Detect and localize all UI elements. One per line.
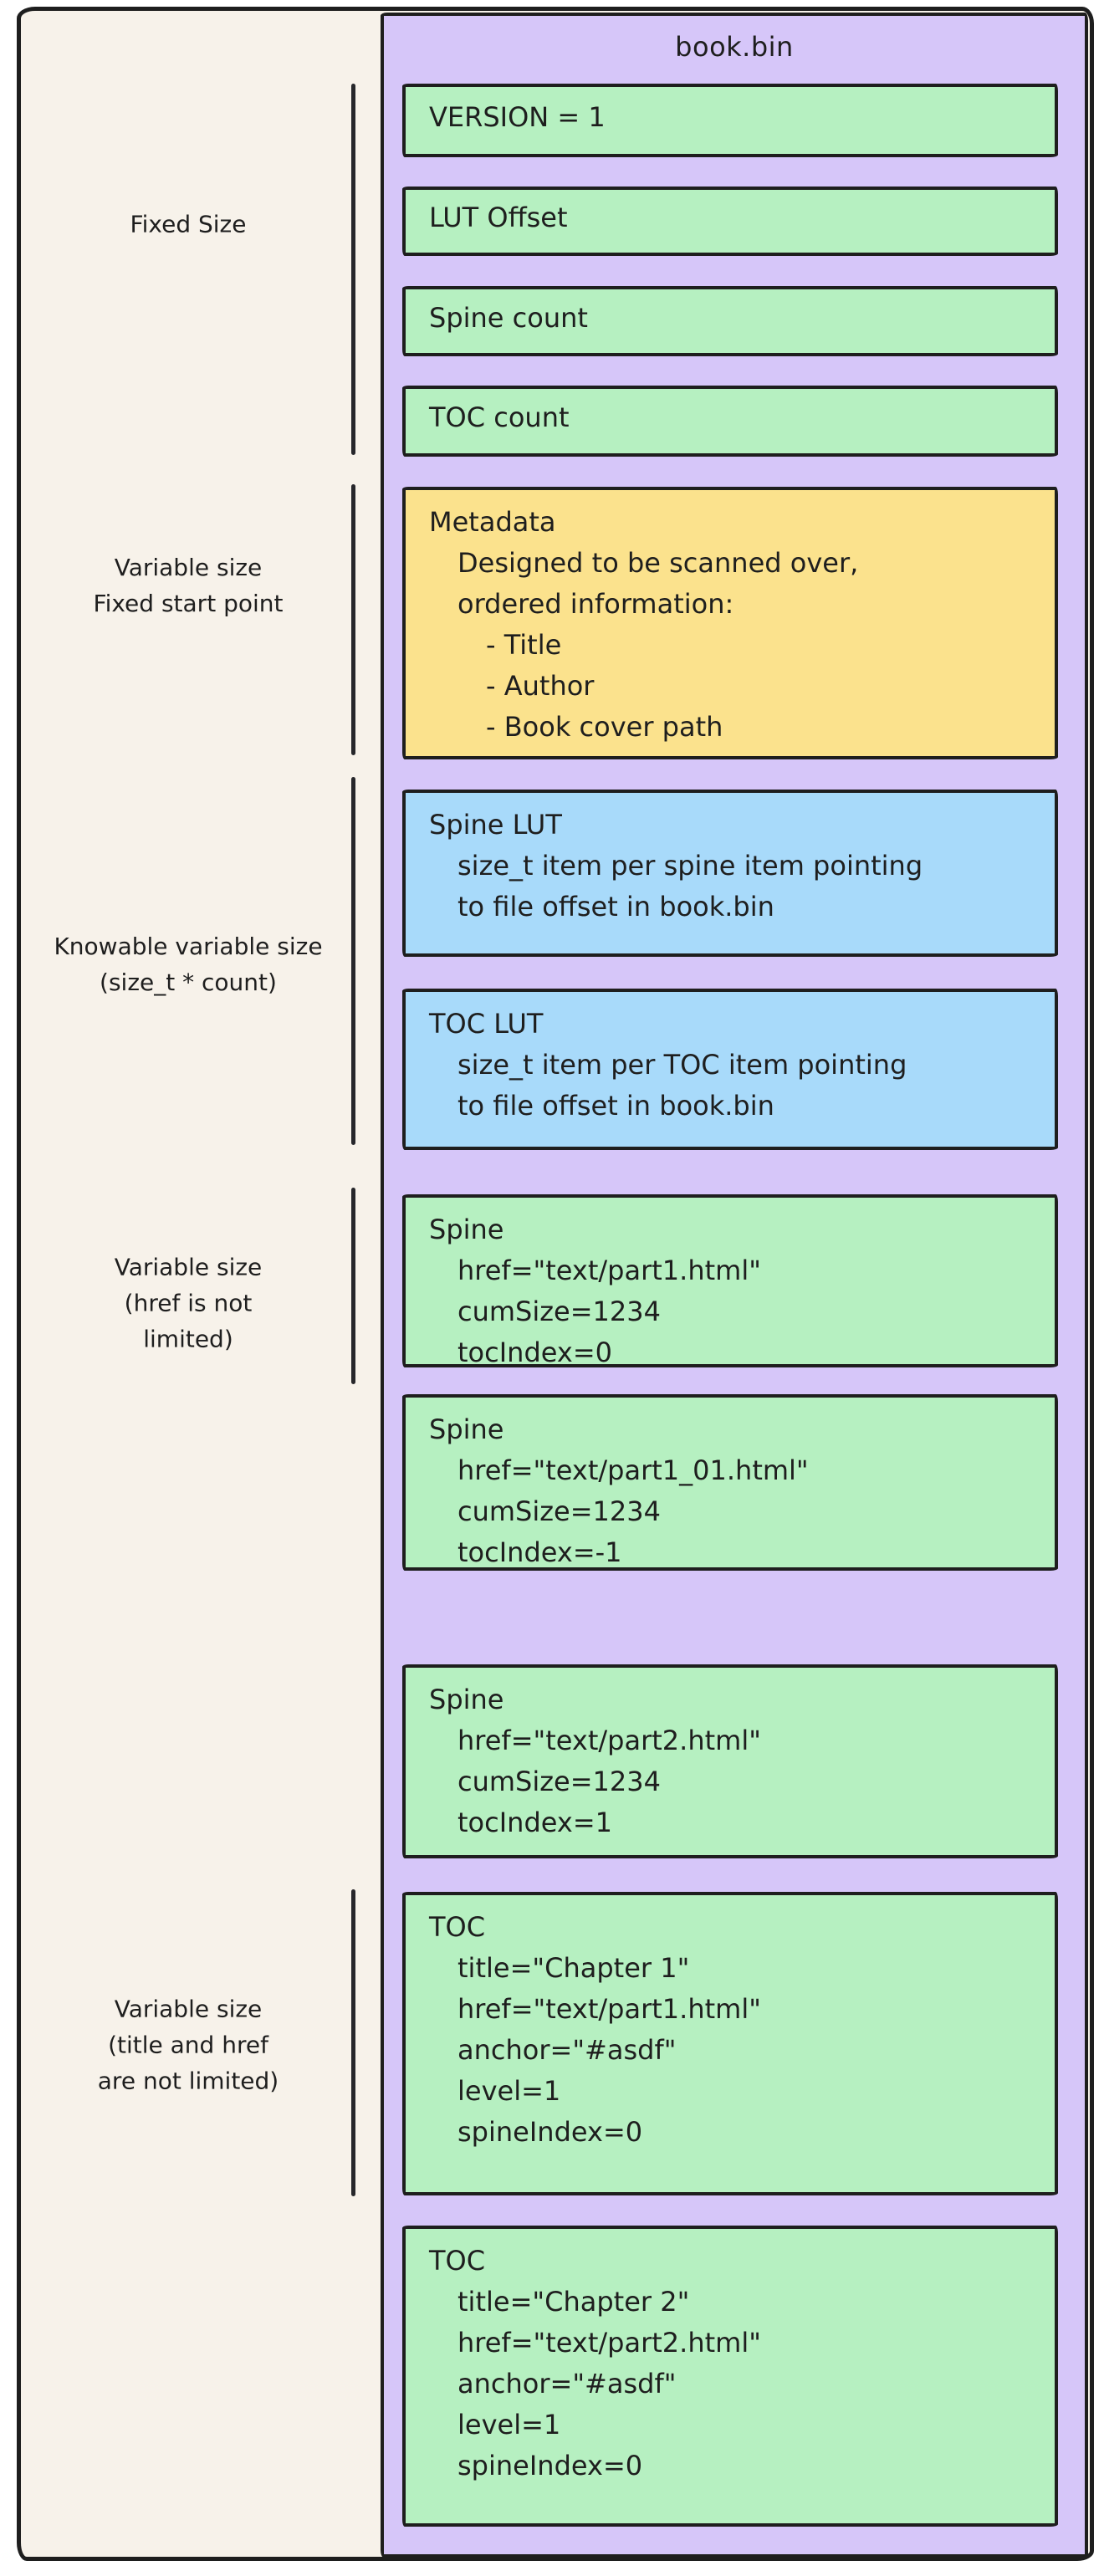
- label-variable-size-fixed-start-line: Variable size: [114, 554, 263, 581]
- block-toc-count: TOC count: [402, 386, 1058, 457]
- block-version: VERSION = 1: [402, 84, 1058, 157]
- bracket-line-5: [351, 1889, 355, 2196]
- block-toc-1: TOC title="Chapter 1" href="text/part1.htm…: [402, 1892, 1058, 2195]
- block-toc-count-line: TOC count: [429, 401, 570, 433]
- block-spine-2: Spine href="text/part1_01.html" cumSize=12…: [402, 1394, 1058, 1571]
- block-toc-2-line: href="text/part2.html": [457, 2327, 761, 2359]
- block-toc-1-line: level=1: [457, 2075, 561, 2107]
- label-variable-size-fixed-start-line: Fixed start point: [93, 590, 284, 617]
- block-toc-lut-line: size_t item per TOC item pointing: [457, 1049, 907, 1081]
- block-spine-3-line: Spine: [429, 1684, 504, 1715]
- block-toc-2: TOC title="Chapter 2" href="text/part2.htm…: [402, 2226, 1058, 2527]
- block-spine-2-line: cumSize=1234: [457, 1495, 661, 1527]
- label-variable-size-title-href-line: are not limited): [97, 2067, 279, 2095]
- block-spine-lut-line: to file offset in book.bin: [457, 891, 774, 923]
- label-variable-size-href-line: (href is not: [124, 1289, 253, 1317]
- bracket-line-4: [351, 1188, 355, 1384]
- block-toc-2-line: anchor="#asdf": [457, 2368, 677, 2400]
- block-spine-1: Spine href="text/part1.html" cumSize=1234 t…: [402, 1194, 1058, 1368]
- label-knowable-variable-size-line: Knowable variable size: [54, 933, 323, 960]
- block-toc-2-line: level=1: [457, 2409, 561, 2441]
- block-spine-1-line: cumSize=1234: [457, 1296, 661, 1327]
- block-toc-lut-line: to file offset in book.bin: [457, 1090, 774, 1122]
- block-spine-lut-line: size_t item per spine item pointing: [457, 850, 923, 882]
- file-title: book.bin: [675, 31, 794, 63]
- bracket-line-3: [351, 777, 355, 1145]
- block-spine-3-line: tocIndex=1: [457, 1807, 612, 1838]
- block-spine-3-line: href="text/part2.html": [457, 1725, 761, 1756]
- block-toc-2-line: title="Chapter 2": [457, 2286, 690, 2318]
- block-metadata-line: Metadata: [429, 506, 556, 538]
- block-spine-2-line: href="text/part1_01.html": [457, 1454, 809, 1486]
- block-metadata-line: ordered information:: [457, 588, 734, 620]
- block-metadata-line: - Title: [486, 629, 562, 661]
- label-knowable-variable-size-line: (size_t * count): [100, 969, 277, 996]
- label-variable-size-title-href-line: (title and href: [108, 2031, 268, 2059]
- block-toc-lut-line: TOC LUT: [429, 1008, 544, 1040]
- block-lut-offset: LUT Offset: [402, 187, 1058, 256]
- block-spine-lut: Spine LUT size_t item per spine item poin…: [402, 790, 1058, 957]
- block-metadata-line: - Book cover path: [486, 711, 723, 743]
- label-fixed-size: Fixed Size: [29, 207, 347, 243]
- block-spine-3-line: cumSize=1234: [457, 1766, 661, 1797]
- block-metadata-line: - Author: [486, 670, 595, 702]
- block-spine-2-line: Spine: [429, 1413, 504, 1445]
- block-lut-offset-line: LUT Offset: [429, 202, 568, 233]
- block-spine-count: Spine count: [402, 286, 1058, 356]
- block-version-line: VERSION = 1: [429, 100, 606, 133]
- block-toc-1-line: TOC: [429, 1911, 486, 1943]
- label-variable-size-title-href: Variable size (title and href are not limi…: [29, 1991, 347, 2099]
- block-spine-count-line: Spine count: [429, 301, 588, 334]
- label-knowable-variable-size: Knowable variable size (size_t * count): [29, 928, 347, 1000]
- block-spine-lut-line: Spine LUT: [429, 809, 562, 841]
- block-metadata-line: Designed to be scanned over,: [457, 547, 859, 579]
- label-fixed-size-line: Fixed Size: [130, 210, 247, 238]
- block-toc-1-line: anchor="#asdf": [457, 2034, 677, 2066]
- block-toc-lut: TOC LUT size_t item per TOC item pointing…: [402, 989, 1058, 1150]
- block-spine-1-line: href="text/part1.html": [457, 1255, 761, 1286]
- block-toc-2-line: TOC: [429, 2245, 486, 2277]
- block-toc-1-line: spineIndex=0: [457, 2116, 643, 2148]
- label-variable-size-href-line: limited): [143, 1325, 233, 1353]
- block-toc-1-line: title="Chapter 1": [457, 1952, 690, 1984]
- block-spine-1-line: tocIndex=0: [457, 1337, 612, 1368]
- block-spine-3: Spine href="text/part2.html" cumSize=1234 t…: [402, 1664, 1058, 1858]
- block-spine-1-line: Spine: [429, 1214, 504, 1245]
- label-variable-size-href: Variable size (href is not limited): [29, 1250, 347, 1357]
- bracket-line-2: [351, 484, 355, 755]
- block-spine-2-line: tocIndex=-1: [457, 1536, 622, 1568]
- block-toc-1-line: href="text/part1.html": [457, 1993, 761, 2025]
- bracket-line-1: [351, 84, 355, 455]
- block-toc-2-line: spineIndex=0: [457, 2450, 643, 2481]
- label-variable-size-title-href-line: Variable size: [114, 1995, 263, 2023]
- label-variable-size-href-line: Variable size: [114, 1253, 263, 1281]
